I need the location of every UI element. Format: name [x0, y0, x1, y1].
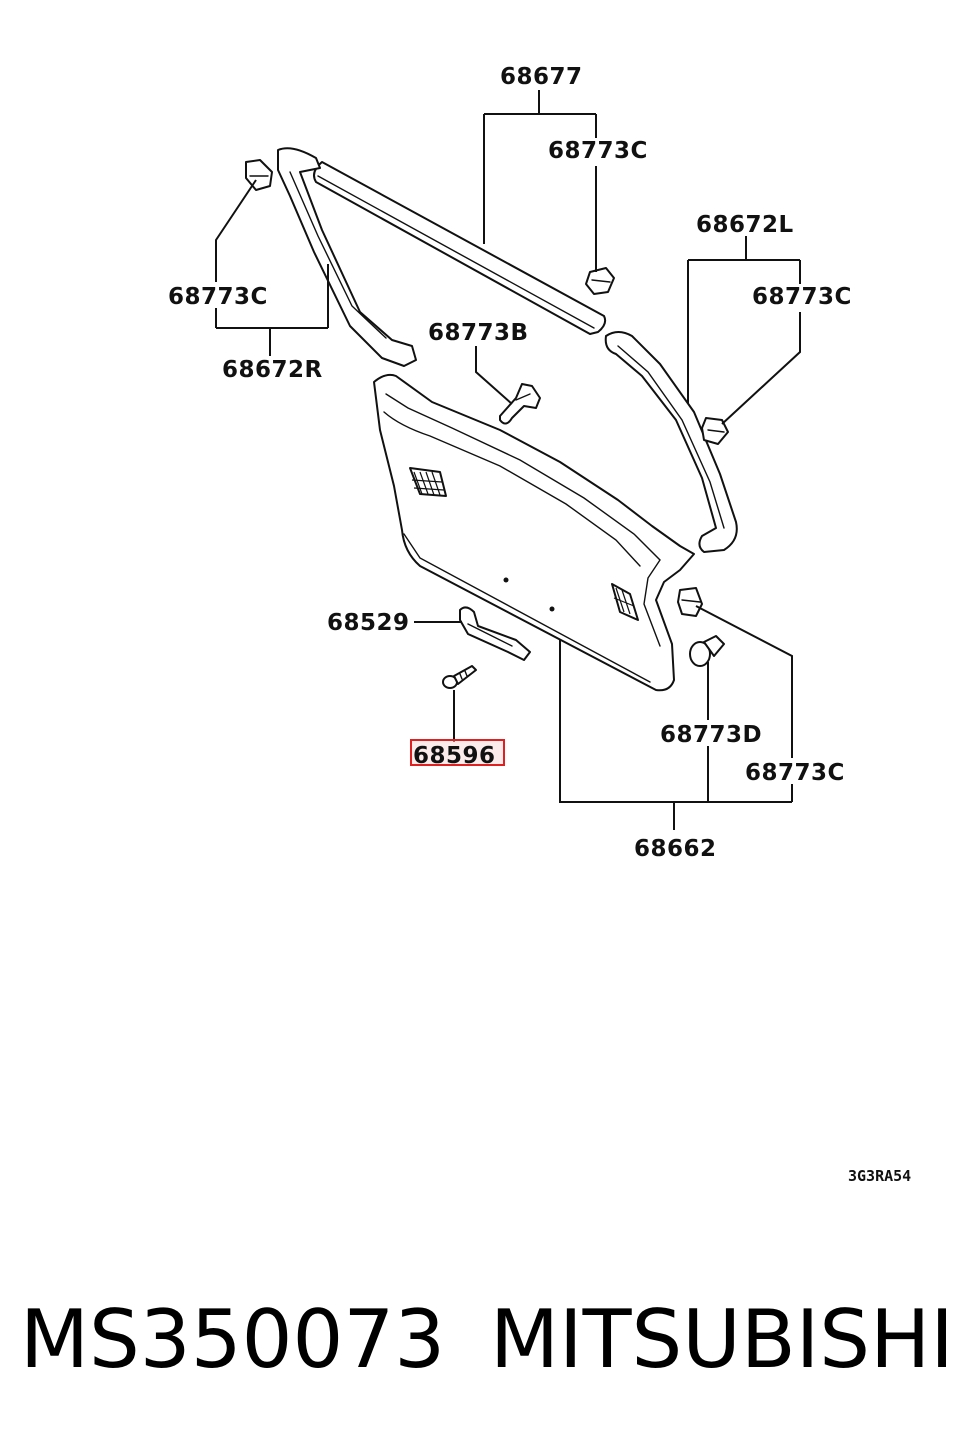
clip-68773C-left [245, 159, 273, 191]
leader-lines [215, 90, 801, 830]
footer-part-number: MS350073 [20, 1293, 446, 1386]
highlight-box-68596 [410, 739, 505, 766]
label-68773C-left: 68773C [168, 284, 268, 310]
label-68773C-lower: 68773C [745, 760, 845, 786]
label-68529: 68529 [327, 610, 410, 636]
label-68672L: 68672L [696, 212, 794, 238]
label-68773C-top: 68773C [548, 138, 648, 164]
pull-handle-68529 [459, 606, 531, 661]
label-68773B: 68773B [428, 320, 529, 346]
hook-clip-68773B [499, 383, 541, 425]
clip-68773C-lower [677, 587, 703, 617]
label-68773C-right: 68773C [752, 284, 852, 310]
speaker-grille-right [611, 583, 639, 621]
label-68773D: 68773D [660, 722, 762, 748]
label-68677: 68677 [500, 64, 583, 90]
mounting-hole-1 [503, 577, 509, 583]
speaker-grille-left [409, 467, 447, 497]
drawing-code: 3G3RA54 [848, 1167, 911, 1185]
footer-brand: MITSUBISHI [490, 1293, 954, 1386]
clip-68773C-right [701, 417, 729, 445]
label-68596[interactable]: 68596 [413, 743, 496, 769]
footer: MS350073 MITSUBISHI [0, 1290, 960, 1390]
label-68672R: 68672R [222, 357, 323, 383]
screw-68596 [442, 665, 477, 689]
tailgate-panel-68662 [373, 373, 695, 692]
clip-68773C-top [585, 267, 615, 295]
left-side-trim-68672R [277, 147, 417, 367]
mounting-hole-2 [549, 606, 555, 612]
right-side-trim-68672L [604, 331, 738, 553]
label-68662: 68662 [634, 836, 717, 862]
push-clip-68773D [689, 635, 725, 667]
